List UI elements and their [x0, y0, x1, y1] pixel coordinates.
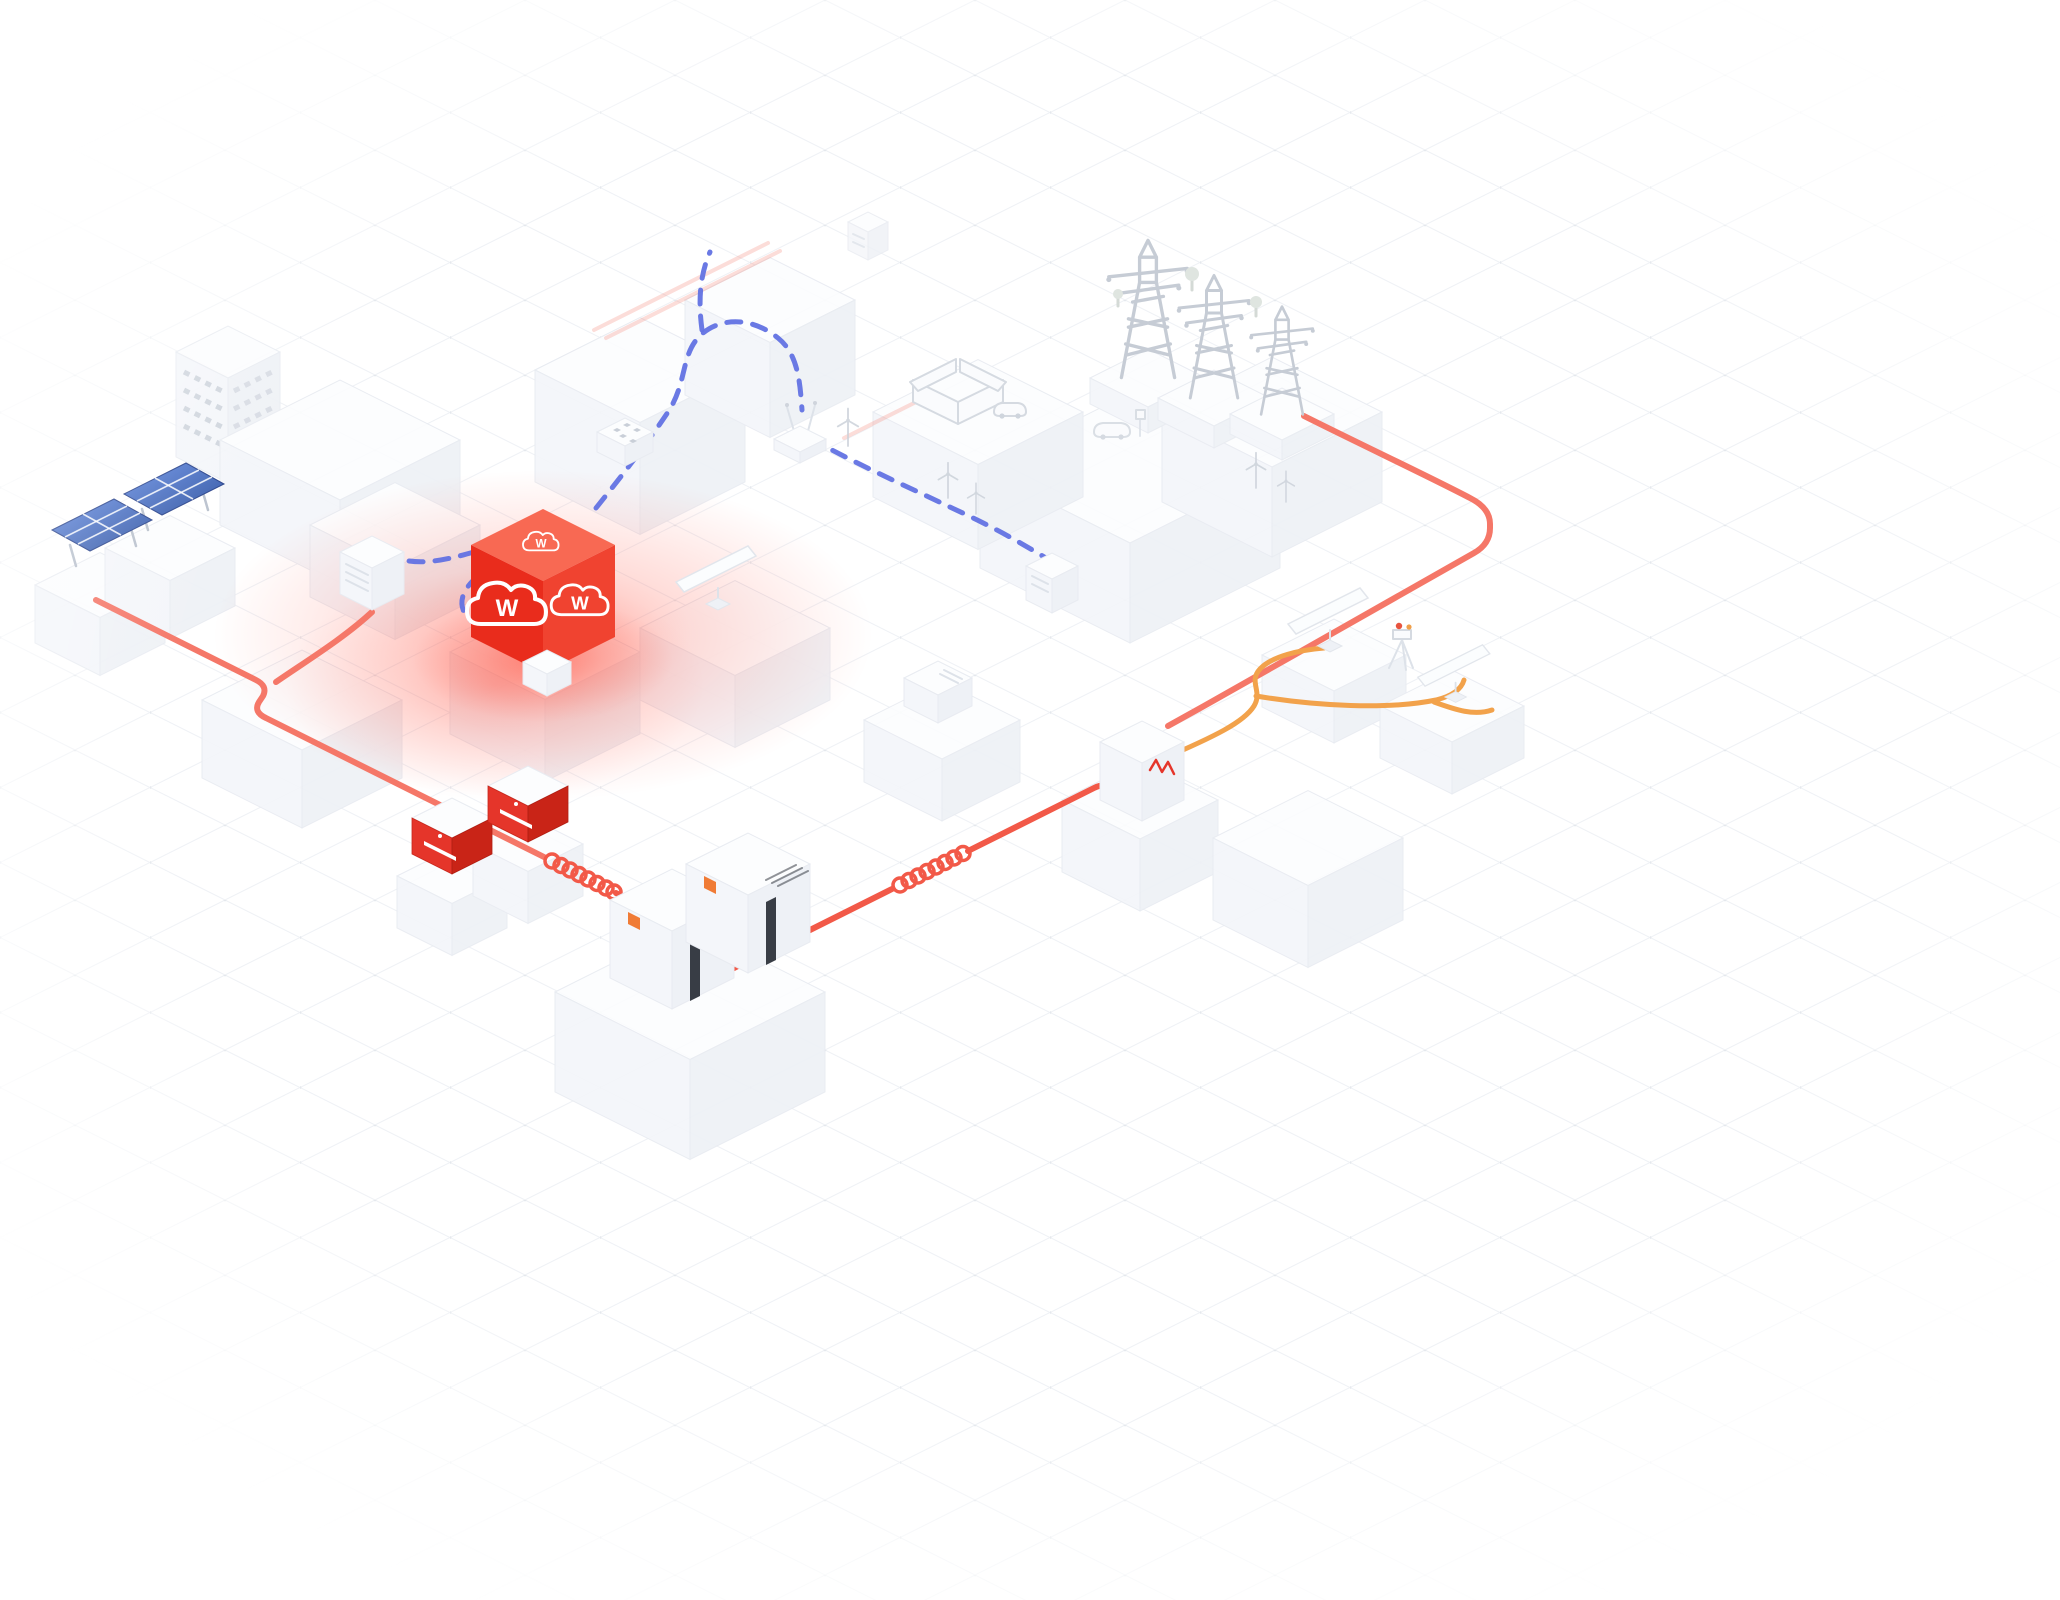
illustration-stage: W W W	[0, 0, 2060, 1600]
scene-svg: W W W	[0, 0, 2060, 1600]
edge-vignette	[0, 0, 2060, 1600]
